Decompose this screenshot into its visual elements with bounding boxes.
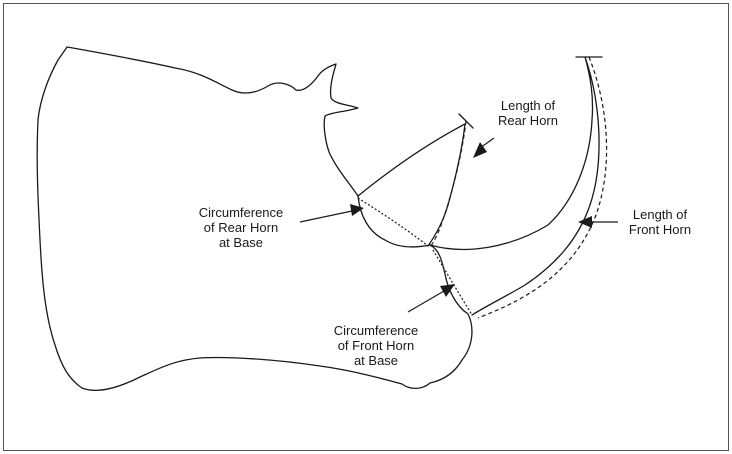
- label-circumference-front-horn-line-3: at Base: [353, 353, 399, 368]
- arrow-rear-horn-length-head: [473, 142, 487, 158]
- rear-horn-outline: [357, 123, 466, 247]
- label-circumference-front-horn: Circumference of Front Horn at Base: [320, 323, 432, 368]
- label-circumference-rear-horn: Circumference of Rear Horn at Base: [186, 205, 296, 250]
- arrow-front-circumference-head: [440, 284, 455, 297]
- label-circumference-rear-horn-line-2: of Rear Horn: [203, 220, 279, 235]
- front-horn-base-dotted: [432, 249, 473, 316]
- label-circumference-front-horn-line-2: of Front Horn: [337, 338, 415, 353]
- label-length-front-horn: Length of Front Horn: [612, 207, 708, 237]
- border-frame: [3, 3, 729, 451]
- label-length-rear-horn-line-2: Rear Horn: [498, 113, 558, 128]
- label-length-rear-horn-line-1: Length of: [500, 98, 556, 113]
- rear-horn-base-dotted: [357, 197, 429, 247]
- rear-horn-length-dashed: [430, 120, 467, 247]
- label-circumference-front-horn-line-1: Circumference: [333, 323, 419, 338]
- front-horn-outline: [429, 56, 600, 316]
- head-outline: [36, 46, 473, 392]
- label-circumference-rear-horn-line-1: Circumference: [198, 205, 284, 220]
- front-horn-length-dashed: [477, 56, 608, 319]
- label-circumference-rear-horn-line-3: at Base: [218, 235, 264, 250]
- label-length-front-horn-line-2: Front Horn: [628, 222, 692, 237]
- arrow-front-horn-length-head: [578, 216, 592, 228]
- arrow-front-circumference-shaft: [407, 290, 445, 313]
- arrow-rear-circumference-head: [350, 204, 364, 216]
- arrow-rear-circumference-shaft: [299, 210, 353, 223]
- label-length-front-horn-line-1: Length of: [632, 207, 688, 222]
- label-length-rear-horn: Length of Rear Horn: [480, 98, 576, 128]
